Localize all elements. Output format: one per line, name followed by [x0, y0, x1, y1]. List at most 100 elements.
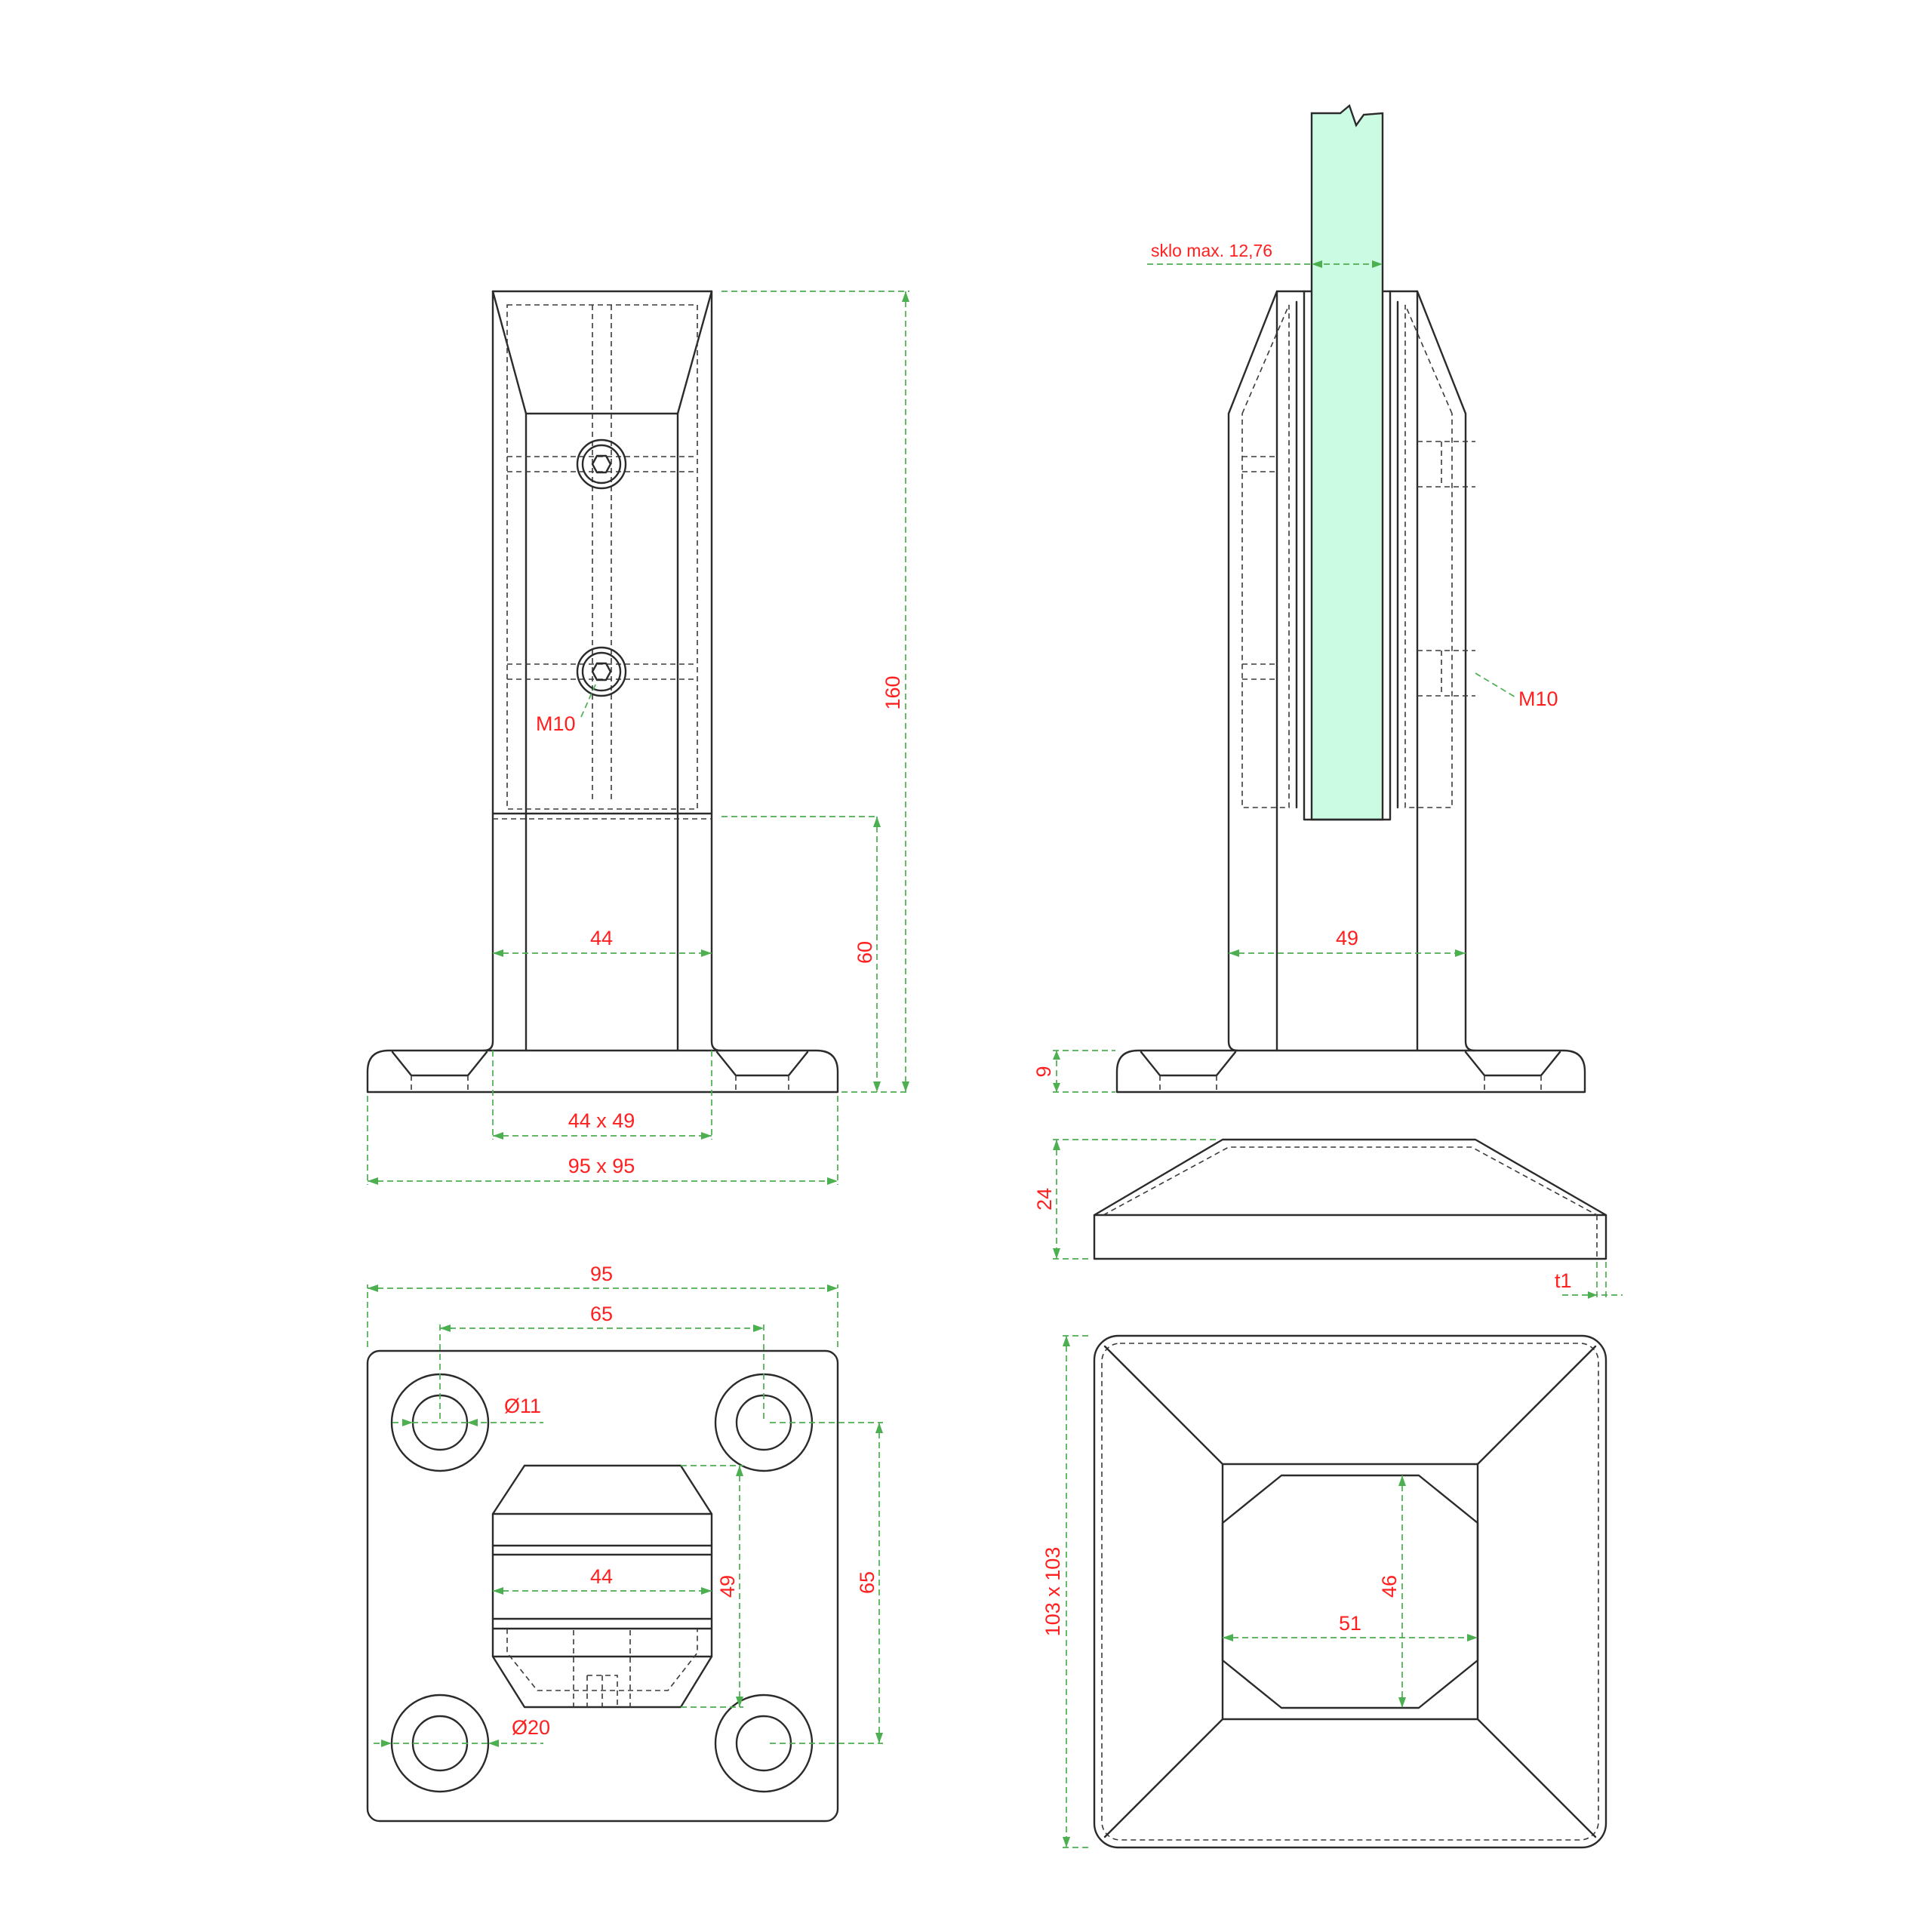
front-dim-95x95-arrow-left [368, 1177, 378, 1185]
front-dim-160-ext [721, 291, 909, 1093]
front-post-taper [491, 290, 713, 415]
front-dim-60-arrow-bottom [873, 1081, 881, 1092]
top-dim-65v-label: 65 [856, 1571, 878, 1594]
top-dim-65v-arrow-top [875, 1423, 883, 1433]
cover-side-view: 24 t1 [1033, 1138, 1623, 1299]
front-dim-44-label: 44 [590, 927, 613, 949]
front-dim-95x95-label: 95 x 95 [568, 1155, 635, 1177]
front-dim-44x49-arrow-right [701, 1132, 712, 1140]
front-dim-44x49-label: 44 x 49 [568, 1109, 635, 1132]
front-flange [366, 1049, 839, 1094]
top-dim-44-arrow-left [493, 1587, 503, 1595]
front-dim-95x95-arrow-right [827, 1177, 838, 1185]
top-dim-95-arrow-right [827, 1284, 838, 1292]
top-dim-d11-label: Ø11 [504, 1395, 541, 1417]
cover-dim-51-label: 51 [1339, 1612, 1361, 1635]
side-view: sklo max. 12,76 M10 49 9 [1032, 103, 1586, 1094]
front-dim-60-label: 60 [854, 941, 876, 964]
hole-bottom-right [714, 1694, 814, 1793]
top-dim-44-label: 44 [590, 1565, 613, 1588]
side-glass [1310, 103, 1384, 821]
front-dim-160-arrow-bottom [902, 1081, 909, 1092]
cover-diagonals [1103, 1345, 1597, 1838]
front-dim-60-ext [721, 816, 878, 1092]
side-dim-9-label: 9 [1032, 1066, 1055, 1077]
top-dim-d20-label: Ø20 [512, 1716, 550, 1739]
side-m10-label: M10 [1518, 688, 1558, 710]
top-dim-95-label: 95 [590, 1263, 613, 1285]
top-dim-49-arrow-top [736, 1466, 743, 1476]
top-dim-d20-arrow-left [381, 1740, 392, 1747]
cover-inner-square [1221, 1463, 1479, 1721]
cover-outer-hidden [1101, 1343, 1599, 1841]
front-m10-label: M10 [536, 712, 576, 735]
side-flange-hidden [1159, 1075, 1542, 1092]
cover-dim-103-line [1063, 1335, 1091, 1848]
side-dim-9-arrow-bottom [1053, 1083, 1060, 1092]
top-dim-65h-line [439, 1324, 764, 1419]
front-dim-44x49-line [492, 1051, 712, 1140]
top-dim-d20-arrow-right [488, 1740, 499, 1747]
side-dim-9-arrow-top [1053, 1051, 1060, 1060]
front-m10-leader [580, 682, 597, 718]
top-dim-44-arrow-right [701, 1587, 712, 1595]
front-flange-hidden [411, 1075, 789, 1092]
cover-dim-103-arrow-bottom [1063, 1837, 1070, 1847]
front-dim-44-arrow-left [493, 949, 503, 957]
side-dim-9-line [1053, 1050, 1115, 1093]
cover-dim-24-label: 24 [1033, 1188, 1056, 1211]
cover-outer [1093, 1334, 1607, 1849]
cover-dim-24-arrow-top [1053, 1140, 1060, 1150]
front-screw-lower [576, 646, 627, 697]
front-dim-160-arrow-top [902, 291, 909, 302]
post-footprint-lines [491, 1512, 713, 1658]
top-dim-d11-arrow-left [402, 1419, 413, 1426]
cover-dim-103-arrow-top [1063, 1336, 1070, 1346]
side-flange-chamfer [1140, 1051, 1561, 1077]
side-dim-49-arrow-left [1229, 949, 1239, 957]
top-dim-65h-label: 65 [590, 1303, 613, 1325]
cover-dim-51-arrow-right [1467, 1634, 1478, 1641]
top-dim-95-arrow-left [368, 1284, 378, 1292]
cover-dim-t1-label: t1 [1555, 1269, 1572, 1292]
cover-side-hidden [1103, 1146, 1598, 1259]
top-dim-49-label: 49 [716, 1575, 739, 1598]
side-glass-label: sklo max. 12,76 [1151, 241, 1272, 260]
top-dim-95-line [367, 1284, 838, 1347]
front-screw-upper [576, 438, 627, 490]
front-dim-60-arrow-top [873, 817, 881, 827]
cover-dim-51-arrow-left [1223, 1634, 1233, 1641]
top-dim-d11-arrow-right [467, 1419, 478, 1426]
side-glass-dim-arrow-left [1312, 260, 1322, 268]
front-dim-160-label: 160 [881, 675, 904, 709]
front-dim-44x49-arrow-left [493, 1132, 503, 1140]
side-dim-49-arrow-right [1455, 949, 1466, 957]
side-m10-leader [1475, 672, 1518, 699]
side-hidden-lines [1241, 304, 1475, 808]
top-dim-49-arrow-bottom [736, 1697, 743, 1707]
cover-dim-24-line [1053, 1139, 1219, 1260]
top-view: 95 65 65 49 44 Ø11 Ø20 [366, 1263, 883, 1823]
base-plate [366, 1349, 839, 1823]
cover-dim-t1-arrow [1588, 1291, 1597, 1299]
side-glass-channel [1303, 290, 1392, 821]
top-dim-49-line [681, 1465, 743, 1708]
side-flange [1115, 1049, 1586, 1094]
side-post-inner [1275, 290, 1419, 1052]
front-dim-44-arrow-right [701, 949, 712, 957]
cover-dim-103-label: 103 x 103 [1041, 1547, 1064, 1637]
front-post-inner [525, 412, 679, 1052]
side-dim-49-label: 49 [1336, 927, 1358, 949]
cover-dim-24-arrow-bottom [1053, 1248, 1060, 1259]
front-view: M10 160 60 44 44 x 49 95 x 95 [366, 290, 909, 1185]
cover-dim-46-arrow-top [1398, 1475, 1406, 1486]
side-glass-dim-arrow-right [1372, 260, 1383, 268]
top-dim-65v-line [770, 1422, 883, 1744]
top-dim-65v-arrow-bottom [875, 1733, 883, 1743]
top-dim-65h-arrow-left [440, 1324, 451, 1332]
cover-top-view: 103 x 103 51 46 [1041, 1334, 1607, 1849]
post-footprint-hidden [506, 1629, 698, 1707]
top-dim-65h-arrow-right [753, 1324, 764, 1332]
front-dim-95x95-line [367, 1096, 838, 1185]
